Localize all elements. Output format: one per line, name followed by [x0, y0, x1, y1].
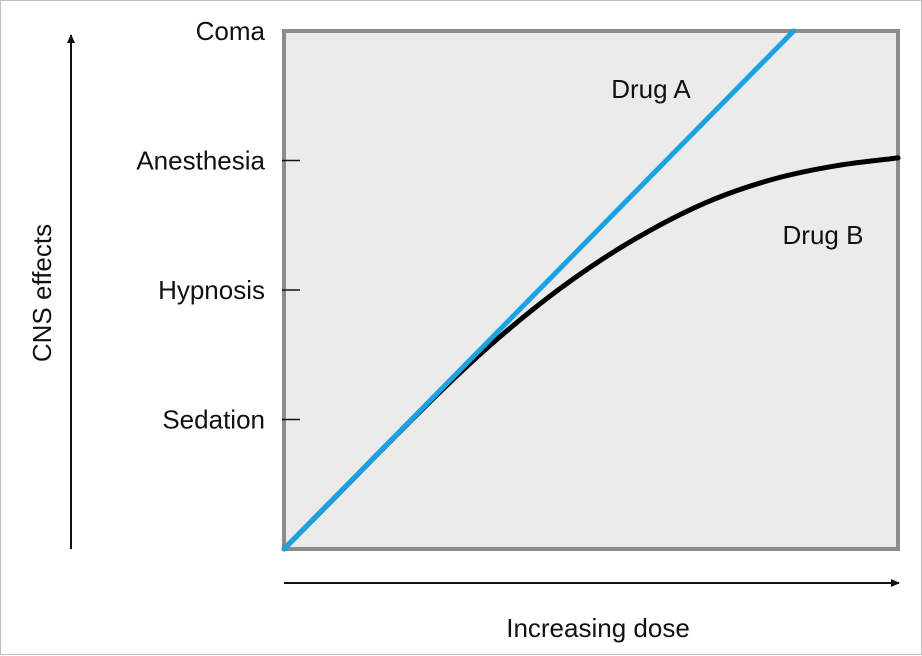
y-tick-labels: Sedation Hypnosis Anesthesia Coma [136, 16, 265, 435]
plot-area [282, 29, 900, 551]
series-labels: Drug A Drug B [611, 74, 863, 250]
series-layer [281, 28, 901, 552]
series-label-drug-a: Drug A [611, 74, 691, 104]
y-tick-label: Anesthesia [136, 146, 265, 176]
x-axis-label: Increasing dose [506, 613, 690, 643]
y-tick-label: Hypnosis [158, 275, 265, 305]
y-tick-label: Coma [196, 16, 266, 46]
y-tick-label: Sedation [162, 405, 265, 435]
series-label-drug-b: Drug B [783, 220, 864, 250]
y-tick-marks [282, 159, 300, 421]
y-axis-label: CNS effects [27, 224, 57, 362]
series-line-drug-a [281, 28, 797, 552]
